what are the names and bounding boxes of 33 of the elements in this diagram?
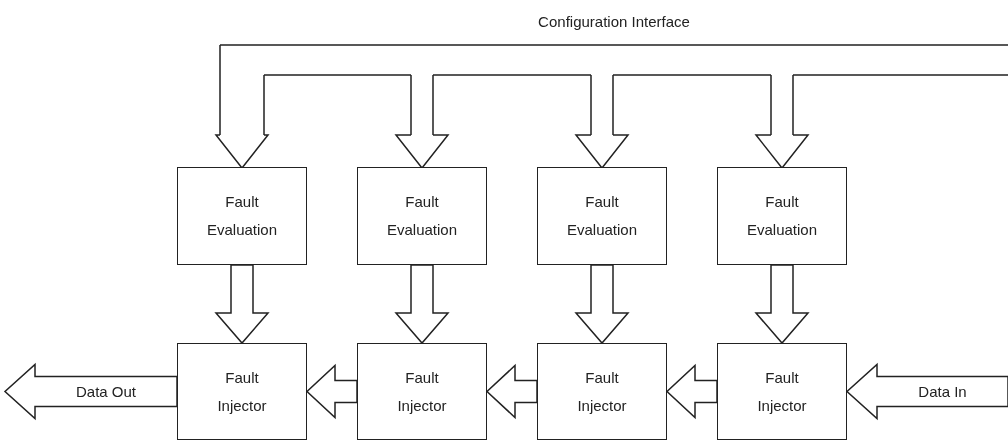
process-box [537,167,667,265]
block-arrow [395,74,449,169]
process-box [717,343,847,440]
block-arrow [3,362,178,421]
box-label: Fault Evaluation [747,192,817,240]
box-label: Fault Evaluation [207,192,277,240]
block-arrow [574,264,630,345]
bus-label: Configuration Interface [538,13,690,30]
box-label: Fault Injector [396,367,448,416]
process-box [357,343,487,440]
block-arrow [575,74,629,169]
block-arrow [755,74,809,169]
block-arrow [485,363,538,420]
process-box [177,167,307,265]
block-arrow [305,363,358,420]
process-box [177,343,307,440]
block-arrow [215,44,269,169]
block-arrow [214,264,270,345]
bus-trunk [219,44,1008,76]
block-arrow [845,362,1008,421]
block-arrow [754,264,810,345]
box-label: Fault Injector [216,367,268,416]
box-label: Fault Evaluation [567,192,637,240]
process-box [357,167,487,265]
box-label: Fault Injector [576,367,628,416]
box-label: Fault Evaluation [387,192,457,240]
edge-label: Data In [918,382,967,400]
block-arrow [665,363,718,420]
block-arrow [394,264,450,345]
process-box [537,343,667,440]
process-box [717,167,847,265]
box-label: Fault Injector [756,367,808,416]
edge-label: Data Out [76,382,136,400]
